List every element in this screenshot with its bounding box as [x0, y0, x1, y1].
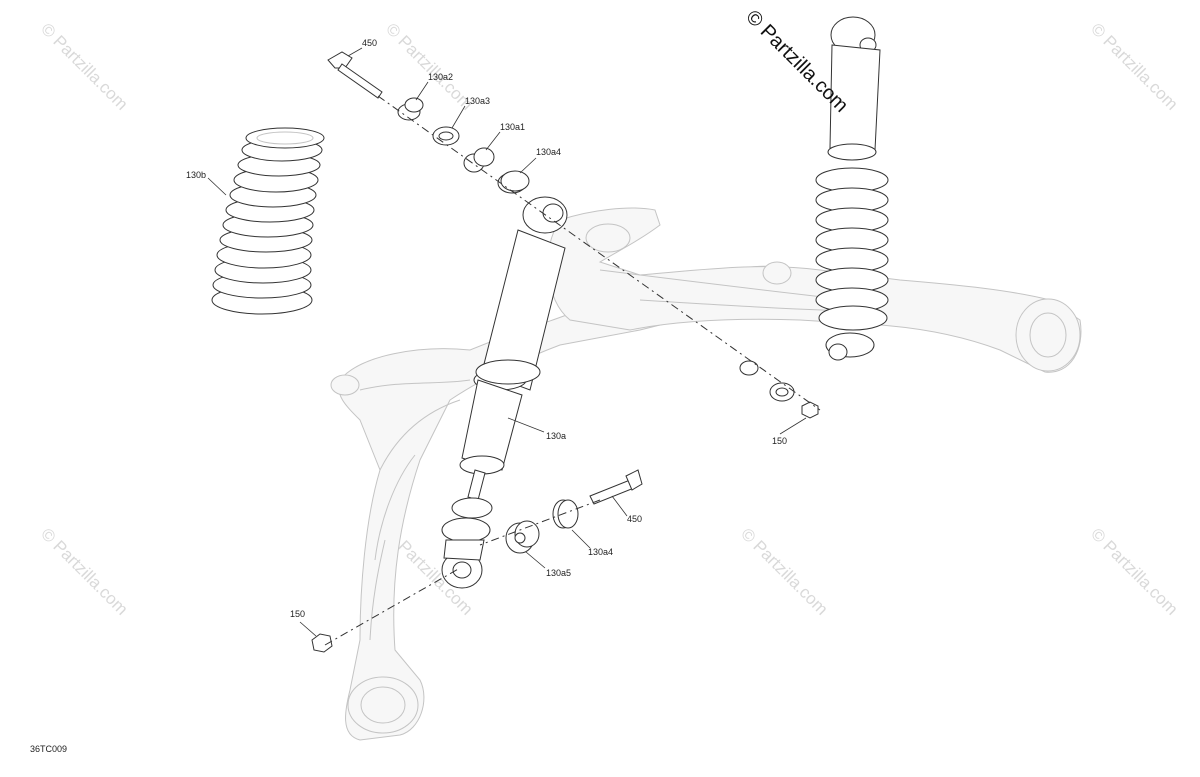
diagram-code: 36TC009 [30, 744, 67, 754]
bolt-top [327, 51, 383, 99]
watermark-text: © Partzilla.com [37, 524, 131, 618]
coil-spring [211, 127, 325, 315]
bushing-130a2 [397, 97, 424, 121]
leader-lines [207, 47, 807, 637]
callout-130a2: 130a2 [428, 72, 453, 82]
watermark-text: © Partzilla.com [1087, 19, 1181, 113]
shock-absorber-assembled [815, 16, 889, 361]
shock-absorber-main [441, 196, 568, 589]
callout-130a3: 130a3 [465, 96, 490, 106]
callout-150-left: 150 [290, 609, 305, 619]
a-arm-ghost [330, 207, 1082, 741]
callout-130a5: 130a5 [546, 568, 571, 578]
watermark-text: © Partzilla.com [382, 19, 476, 113]
callout-150-right: 150 [772, 436, 787, 446]
washer-130a3 [432, 126, 460, 146]
callout-130a4-bottom: 130a4 [588, 547, 613, 557]
bearing-130a1 [463, 147, 495, 173]
watermark-text: © Partzilla.com [737, 524, 831, 618]
ring-130a4-top [497, 170, 530, 194]
callout-labels: 450 130a2 130a3 130a1 130a4 130b 130a 15… [186, 38, 787, 619]
watermark-text: © Partzilla.com [1087, 524, 1181, 618]
callout-130a4-top: 130a4 [536, 147, 561, 157]
callout-130a1: 130a1 [500, 122, 525, 132]
callout-130a: 130a [546, 431, 566, 441]
callout-450-bottom: 450 [627, 514, 642, 524]
right-hardware [739, 360, 819, 419]
assembly-lines [324, 95, 821, 646]
callout-450-top: 450 [362, 38, 377, 48]
watermark-text: © Partzilla.com [37, 19, 131, 113]
callout-130b: 130b [186, 170, 206, 180]
